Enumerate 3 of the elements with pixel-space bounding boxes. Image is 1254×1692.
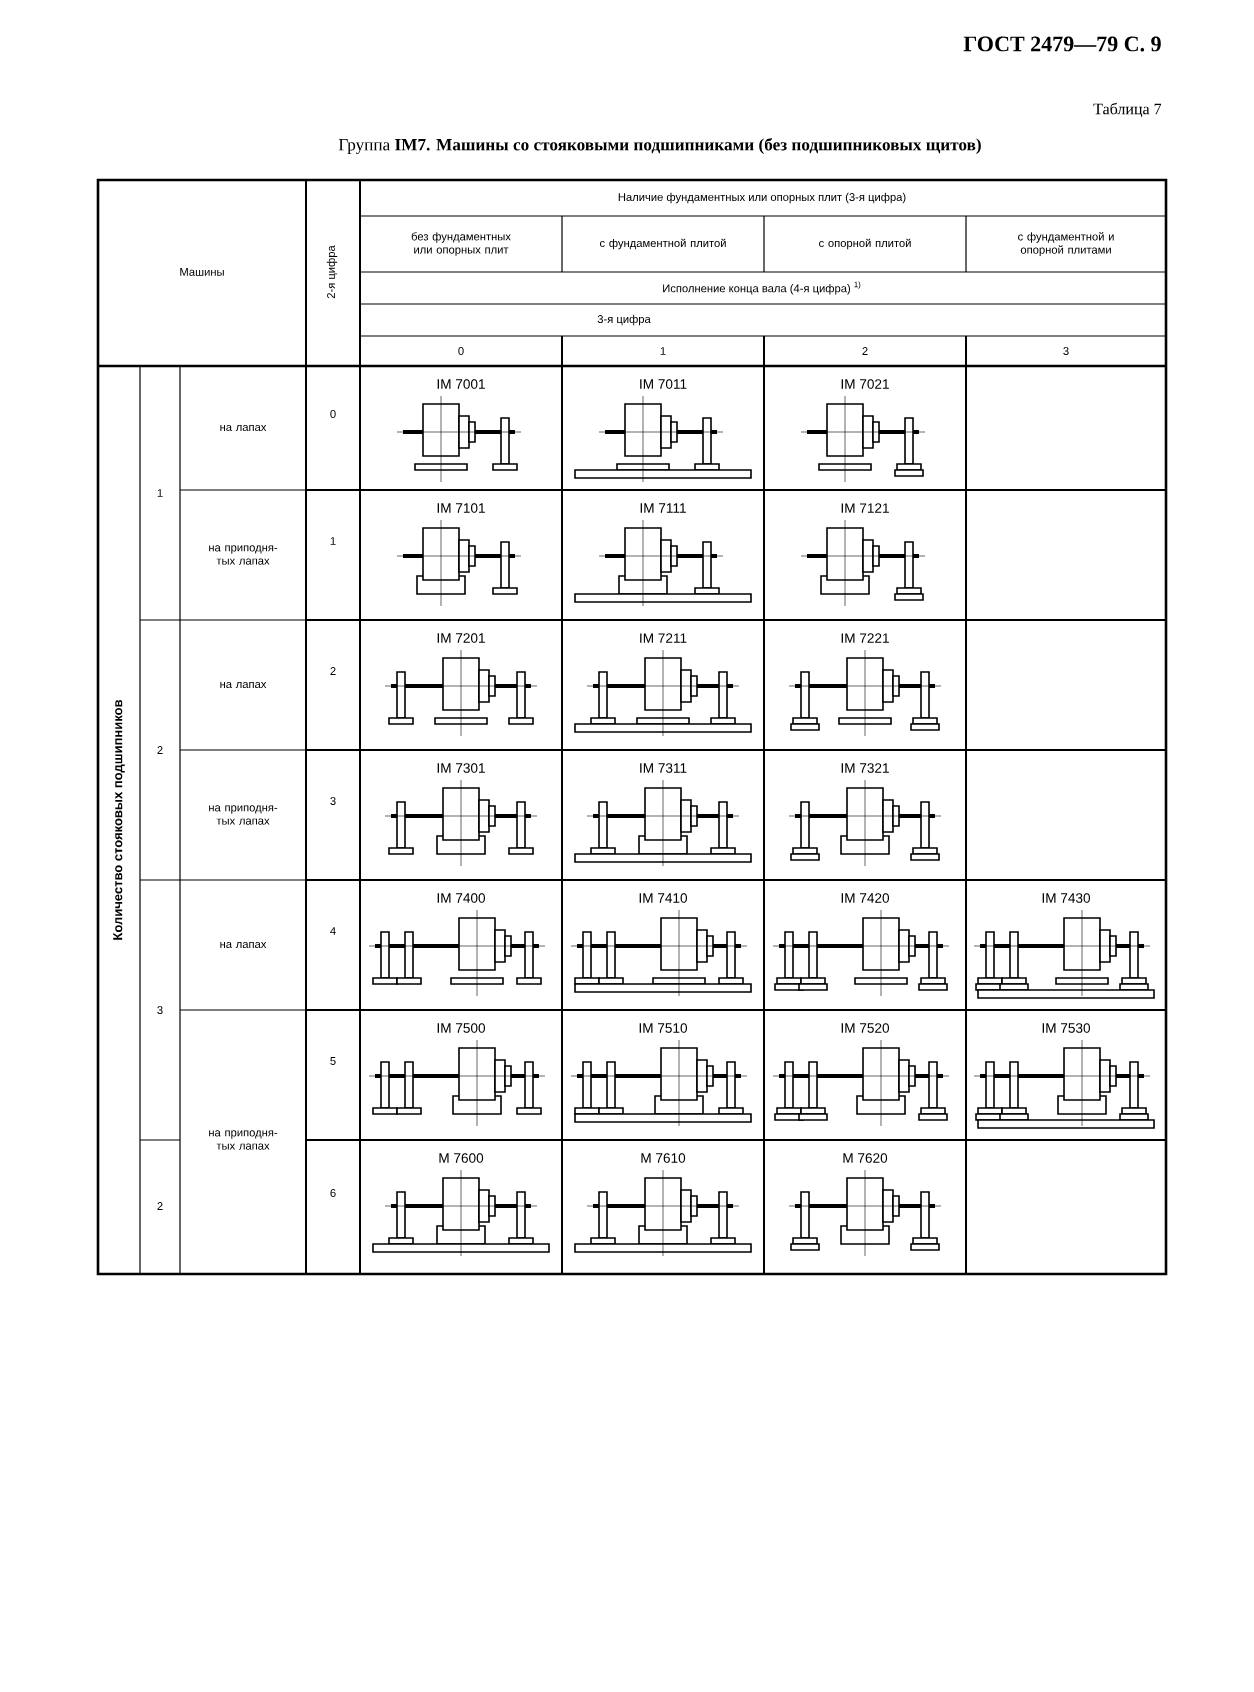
table-title: Группа IM7. Машины со стояковыми подшипниками (без подшипниковых щитов) <box>338 138 981 154</box>
page-header: ГОСТ 2479—79 С. 9 <box>963 36 1161 52</box>
table-number: Таблица 7 <box>1093 102 1162 118</box>
